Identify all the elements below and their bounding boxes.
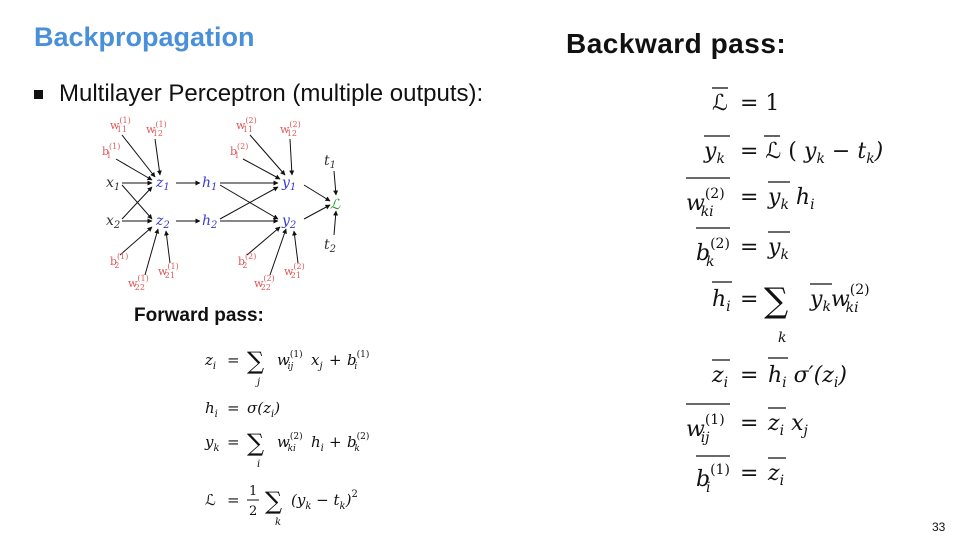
svg-text:zi xj: zi xj	[767, 411, 808, 439]
svg-text:=: =	[227, 491, 240, 509]
w12-1-label: w(1)12	[146, 120, 167, 138]
svg-text:+: +	[329, 351, 342, 369]
svg-text:yk hi: yk hi	[767, 185, 815, 213]
loss-node: ℒ	[330, 197, 341, 213]
eq-z: zi	[204, 351, 216, 372]
h1-node: h1	[202, 175, 217, 193]
svg-text:=: =	[227, 351, 240, 369]
svg-text:(yk − tk)2: (yk − tk)2	[291, 489, 358, 512]
svg-text:=: =	[740, 461, 758, 486]
w21-2-label: w(2)21	[284, 262, 305, 280]
svg-text:=: =	[740, 411, 758, 436]
svg-text:w(2)ki: w(2)ki	[277, 431, 303, 454]
svg-text:yk − tk): yk − tk)	[803, 139, 883, 167]
svg-text:b(2)k: b(2)k	[347, 431, 369, 454]
svg-text:zi: zi	[767, 461, 784, 489]
y2-node: y2	[281, 213, 296, 231]
z1-node: z1	[155, 175, 170, 193]
slide-title: Backpropagation	[34, 22, 255, 52]
svg-text:i: i	[257, 459, 260, 470]
b1-1-label: b(1)1	[102, 142, 120, 160]
svg-text:+: +	[329, 433, 342, 451]
svg-text:=: =	[740, 235, 758, 260]
bullet-item: Multilayer Perceptron (multiple outputs)…	[34, 80, 483, 108]
svg-text:=: =	[740, 363, 758, 388]
eq-loss: ℒ	[205, 491, 216, 509]
svg-text:k: k	[778, 330, 786, 346]
svg-text:=: =	[740, 185, 758, 210]
eq-bw-h: hi	[712, 287, 731, 315]
svg-text:b(1)i: b(1)i	[347, 349, 369, 372]
svg-text:hi: hi	[311, 433, 324, 454]
forward-equations: zi = ∑ j w(1)ij xj + b(1)i hi = σ(zi) yk…	[204, 347, 369, 528]
backward-pass-title: Backward pass:	[566, 28, 787, 59]
w11-1-label: w(1)11	[110, 116, 131, 134]
w22-1-label: w(1)22	[128, 274, 149, 292]
svg-text:w(1)ij: w(1)ij	[277, 349, 303, 372]
forward-pass-title: Forward pass:	[134, 305, 264, 326]
h2-node: h2	[202, 213, 217, 231]
svg-text:yk: yk	[767, 235, 789, 263]
x1-node: x1	[106, 175, 120, 193]
eq-bw-w1: w(1)ij	[686, 412, 725, 446]
svg-text:ykw(2)ki: ykw(2)ki	[809, 282, 870, 316]
eq-y: yk	[204, 433, 220, 454]
svg-text:2: 2	[249, 504, 257, 519]
mlp-diagram: w(1)11 w(1)12 b(1)1 b(1)2 w(1)22 w(1)21 …	[102, 116, 341, 292]
svg-text:1: 1	[249, 484, 257, 499]
eq-bw-loss: ℒ	[712, 91, 728, 116]
eq-bw-y: yk	[703, 139, 725, 167]
svg-text:∑: ∑	[247, 347, 264, 375]
svg-text:= 1: = 1	[740, 91, 779, 116]
w12-2-label: w(2)12	[280, 120, 301, 138]
svg-text:∑: ∑	[265, 487, 282, 515]
t2-node: t2	[324, 237, 336, 255]
w11-2-label: w(2)11	[236, 116, 257, 134]
svg-text:hi σ′(zi): hi σ′(zi)	[768, 363, 847, 391]
bullet-text: Multilayer Perceptron (multiple outputs)…	[59, 80, 484, 107]
svg-text:j: j	[255, 377, 260, 388]
svg-text:=: =	[227, 399, 240, 417]
svg-text:xj: xj	[311, 351, 323, 372]
b2-2-label: b(2)2	[238, 252, 256, 270]
x2-node: x2	[106, 213, 120, 231]
svg-text:=: =	[740, 287, 758, 312]
svg-text:σ(zi): σ(zi)	[247, 399, 280, 420]
svg-text:∑: ∑	[247, 429, 264, 457]
backward-equations: ℒ = 1 yk = ℒ ( yk − tk) w(2)ki = yk hi b…	[686, 87, 883, 496]
w22-2-label: w(2)22	[254, 274, 275, 292]
z2-node: z2	[155, 213, 170, 231]
svg-text:∑: ∑	[764, 281, 788, 321]
bullet-square-icon	[34, 89, 43, 99]
eq-bw-b1: b(1)i	[696, 462, 730, 496]
w21-1-label: w(1)21	[158, 262, 179, 280]
svg-text:k: k	[275, 517, 281, 528]
b1-2-label: b(2)1	[230, 142, 248, 160]
b2-1-label: b(1)2	[110, 252, 128, 270]
eq-bw-b2: b(2)k	[696, 236, 730, 270]
page-number: 33	[932, 520, 946, 534]
svg-text:= ℒ (: = ℒ (	[740, 139, 797, 164]
y1-node: y1	[281, 175, 296, 193]
eq-bw-z: zi	[711, 363, 728, 391]
eq-h: hi	[205, 399, 218, 420]
eq-bw-w2: w(2)ki	[686, 186, 725, 220]
svg-text:=: =	[227, 433, 240, 451]
t1-node: t1	[324, 153, 336, 171]
